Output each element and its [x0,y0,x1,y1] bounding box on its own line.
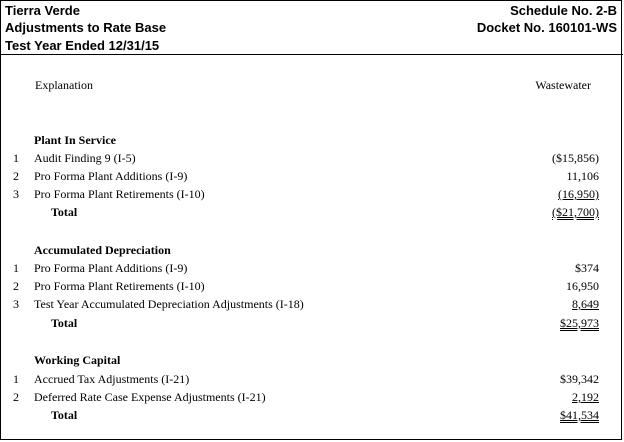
total-value: $25,973 [560,316,599,330]
section-title-text: Accumulated Depreciation [34,243,171,257]
row-label: Pro Forma Plant Additions (I-9) [34,169,188,183]
table-row: 3 Pro Forma Plant Retirements (I-10) (16… [1,185,623,203]
section-title: Accumulated Depreciation [1,241,623,259]
table-row: 1 Audit Finding 9 (I-5) ($15,856) [1,149,623,167]
row-label: Deferred Rate Case Expense Adjustments (… [34,390,266,404]
row-number: 1 [13,151,19,165]
row-value: 16,950 [566,279,599,293]
column-header-wastewater: Wastewater [535,78,591,92]
section-title-text: Working Capital [34,353,121,367]
docket-number: Docket No. 160101-WS [476,20,617,35]
total-row: Total $25,973 [1,314,623,332]
row-value: $374 [575,261,599,275]
table-row: 1 Pro Forma Plant Additions (I-9) $374 [1,259,623,277]
row-number: 2 [13,390,19,404]
schedule-header: Tierra Verde Adjustments to Rate Base Te… [1,1,623,55]
table-row: 1 Accrued Tax Adjustments (I-21) $39,342 [1,370,623,388]
column-header-row: Explanation Wastewater [1,76,623,94]
row-value: 8,649 [572,297,599,311]
row-value: $39,342 [560,372,599,386]
test-year: Test Year Ended 12/31/15 [5,38,160,53]
total-label: Total [51,316,78,330]
schedule-title: Adjustments to Rate Base [5,20,167,35]
row-number: 1 [13,372,19,386]
column-header-explanation: Explanation [35,78,93,92]
table-row: 2 Pro Forma Plant Additions (I-9) 11,106 [1,167,623,185]
row-number: 2 [13,279,19,293]
total-value: $41,534 [560,408,599,422]
section-title: Plant In Service [1,131,623,149]
row-number: 3 [13,187,19,201]
utility-name: Tierra Verde [5,3,80,18]
section-title: Working Capital [1,351,623,369]
row-value: (16,950) [558,187,599,201]
row-label: Pro Forma Plant Retirements (I-10) [34,187,205,201]
total-label: Total [51,408,78,422]
row-label: Accrued Tax Adjustments (I-21) [34,372,190,386]
total-row: Total ($21,700) [1,203,623,221]
row-label: Pro Forma Plant Retirements (I-10) [34,279,205,293]
table-row: 3 Test Year Accumulated Depreciation Adj… [1,295,623,313]
table-row: 2 Deferred Rate Case Expense Adjustments… [1,388,623,406]
row-number: 1 [13,261,19,275]
row-number: 3 [13,297,19,311]
section-title-text: Plant In Service [34,133,116,147]
schedule-number: Schedule No. 2-B [510,3,617,18]
row-value: ($15,856) [552,151,599,165]
row-value: 2,192 [572,390,599,404]
total-row: Total $41,534 [1,406,623,424]
row-label: Test Year Accumulated Depreciation Adjus… [34,297,304,311]
row-label: Pro Forma Plant Additions (I-9) [34,261,188,275]
row-label: Audit Finding 9 (I-5) [34,151,136,165]
row-value: 11,106 [566,169,599,183]
total-value: ($21,700) [552,205,599,219]
table-row: 2 Pro Forma Plant Retirements (I-10) 16,… [1,277,623,295]
row-number: 2 [13,169,19,183]
total-label: Total [51,205,78,219]
